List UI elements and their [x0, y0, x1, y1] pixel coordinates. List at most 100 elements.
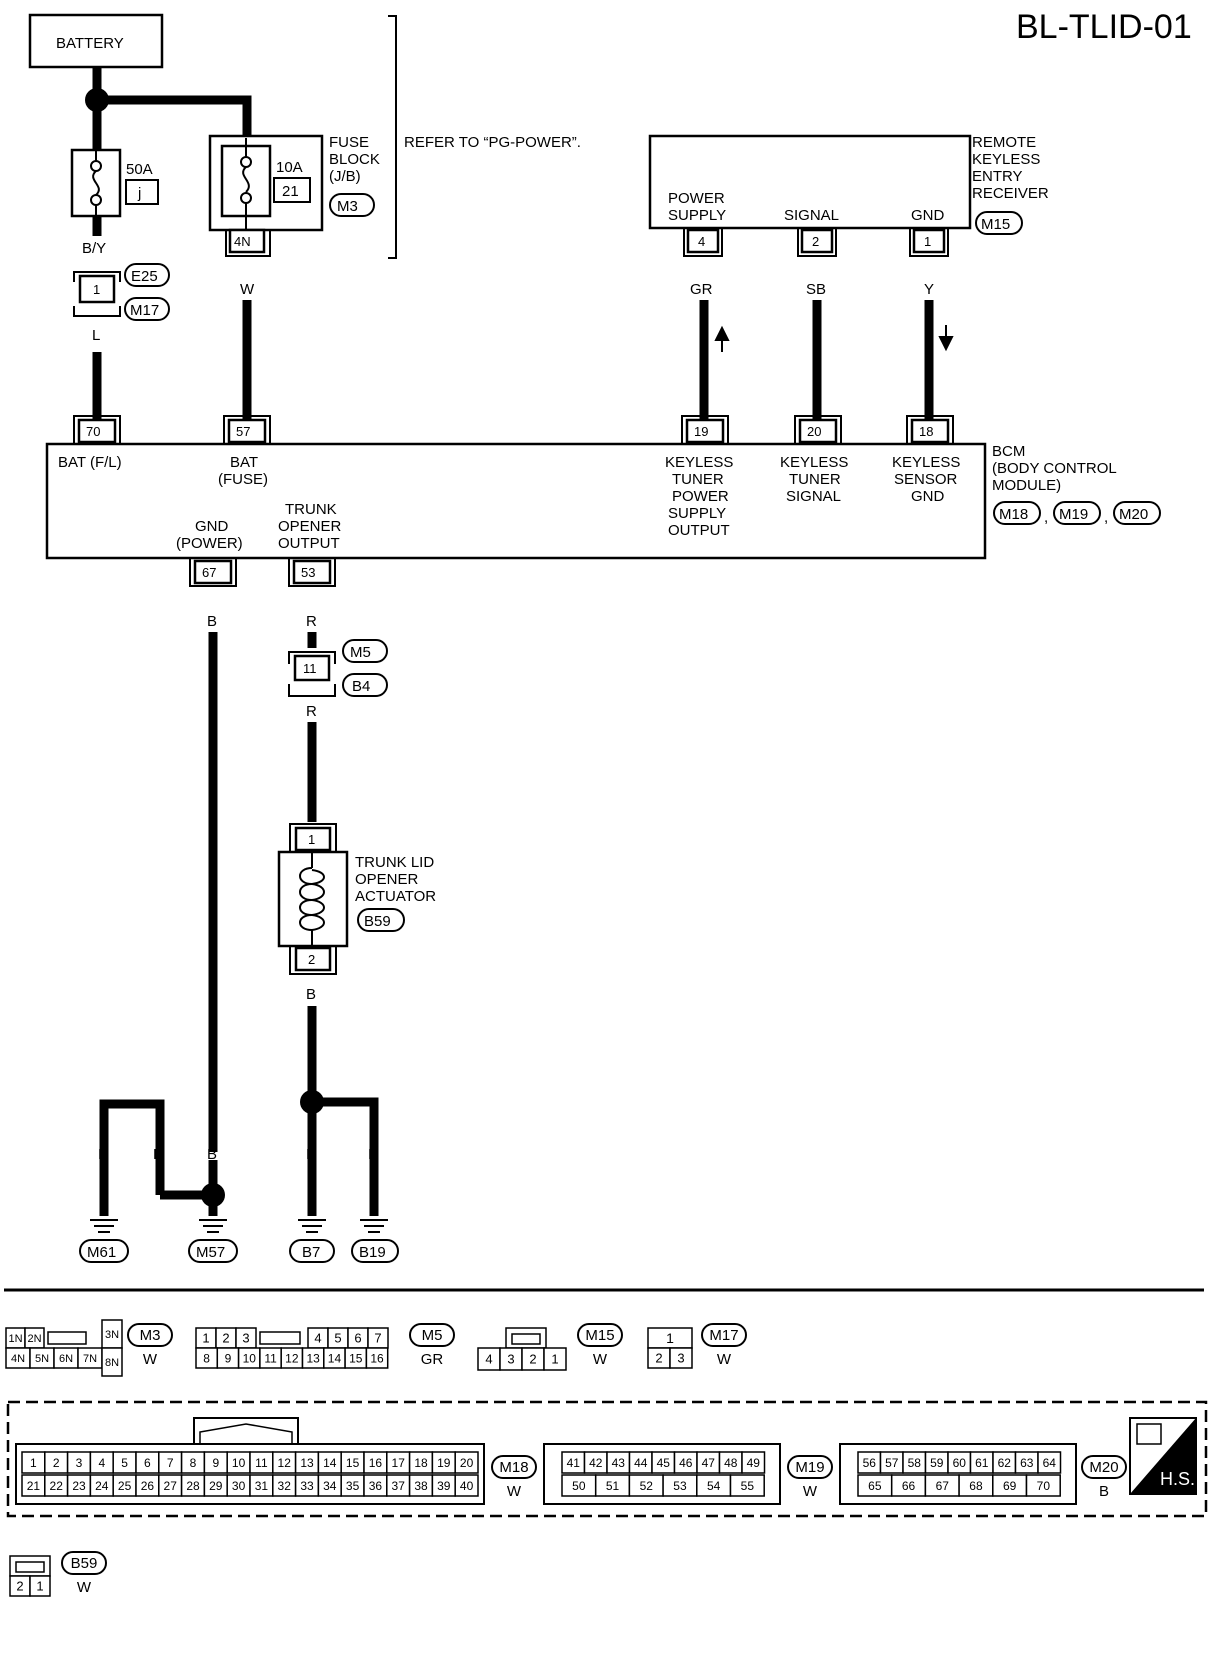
bcm-pin-19: 19	[681, 415, 729, 444]
wire-color-w: W	[240, 281, 255, 298]
bcm-label-ktpso-3: POWER	[672, 488, 729, 505]
cavity-number: 36	[369, 1479, 383, 1493]
cavity-number: 48	[724, 1456, 738, 1470]
ground-icon	[90, 1219, 118, 1233]
cavity-number: 47	[702, 1456, 716, 1470]
connector-color: W	[507, 1483, 522, 1500]
receiver-pin-power-label-2: SUPPLY	[668, 207, 726, 224]
cavity-number: 1	[666, 1330, 674, 1346]
bcm-pin-67: 67	[189, 558, 237, 587]
inline-m5-connector	[293, 654, 331, 682]
connector-color: GR	[421, 1351, 444, 1368]
cavity-number: 62	[998, 1456, 1012, 1470]
conn-m20: M20	[1119, 506, 1148, 523]
cavity-number: 22	[50, 1479, 64, 1493]
cavity-number: 9	[225, 1351, 232, 1365]
cavity-number: 65	[868, 1479, 882, 1493]
svg-text:1: 1	[93, 282, 100, 297]
receiver-label-1: REMOTE	[972, 134, 1036, 151]
cavity-number: 58	[908, 1456, 922, 1470]
arrow-up-icon	[714, 325, 730, 352]
conn-m3: M3	[337, 198, 358, 215]
connector-tag	[577, 1323, 623, 1347]
bcm-label-ktpso-4: SUPPLY	[668, 505, 726, 522]
wire-color-b-gnd: B	[207, 613, 217, 630]
cavity-number: 5N	[35, 1353, 49, 1365]
connector-cavity	[1025, 1474, 1061, 1497]
cavity-number: 8	[203, 1351, 210, 1365]
cavity-number: 3N	[105, 1329, 119, 1341]
cavity-number: 31	[255, 1479, 269, 1493]
actuator-label-3: ACTUATOR	[355, 888, 436, 905]
latch-icon	[47, 1331, 87, 1345]
cavity-number: 25	[118, 1479, 132, 1493]
remote-keyless-receiver	[648, 134, 972, 230]
receiver-pin-gnd-label: GND	[911, 207, 945, 224]
cavity-number: 2	[53, 1456, 60, 1470]
connector-cavity	[454, 1474, 479, 1497]
bcm-label-ksg-3: GND	[911, 488, 945, 505]
receiver-pin-4: 4	[683, 228, 723, 257]
receiver-label-4: RECEIVER	[972, 185, 1049, 202]
actuator-label-1: TRUNK LID	[355, 854, 434, 871]
wire-color-sb: SB	[806, 281, 826, 298]
cavity-number: 3	[242, 1331, 249, 1346]
cavity-number: 6	[354, 1331, 361, 1346]
svg-text:2: 2	[308, 952, 315, 967]
connector-color: W	[77, 1579, 92, 1596]
cavity-number: 39	[437, 1479, 451, 1493]
cavity-number: 11	[264, 1351, 277, 1365]
wire-color-y: Y	[924, 281, 934, 298]
ground-m57: M57	[188, 1219, 238, 1263]
svg-text:19: 19	[694, 424, 708, 439]
cavity-number: 54	[707, 1479, 721, 1493]
wire-color-gr: GR	[690, 281, 713, 298]
bcm-label-trunk-3: OUTPUT	[278, 535, 340, 552]
fuse-10a-amp: 10A	[276, 159, 303, 176]
cavity-number: 20	[460, 1456, 474, 1470]
svg-text:11: 11	[303, 661, 317, 676]
bcm-label-trunk-1: TRUNK	[285, 501, 337, 518]
fuse-block-label-2: BLOCK	[329, 151, 380, 168]
svg-text:M57: M57	[196, 1244, 225, 1261]
connector-color: W	[803, 1483, 818, 1500]
connector-tag	[61, 1551, 107, 1575]
wire-color-b-m57: B	[207, 1146, 217, 1163]
bcm-box	[45, 442, 987, 560]
cavity-number: 41	[567, 1456, 581, 1470]
svg-text:2: 2	[812, 234, 819, 249]
receiver-pin-power-label-1: POWER	[668, 190, 725, 207]
connector-name: M18	[499, 1459, 528, 1476]
cavity-number: 8N	[105, 1357, 119, 1369]
connector-tag	[701, 1323, 747, 1347]
cavity-number: 13	[306, 1351, 320, 1365]
connector-color: B	[1099, 1483, 1109, 1500]
cavity-number: 17	[392, 1456, 406, 1470]
cavity-number: 33	[300, 1479, 314, 1493]
conn-m18: M18	[999, 506, 1028, 523]
cavity-number: 68	[969, 1479, 983, 1493]
cavity-number: 16	[369, 1456, 383, 1470]
cavity-number: 6	[144, 1456, 151, 1470]
bcm-label-gnd-2: (POWER)	[176, 535, 243, 552]
hs-badge: H.S.	[1129, 1417, 1197, 1495]
connector-name: M5	[422, 1327, 443, 1344]
bcm-label-kts-2: TUNER	[789, 471, 841, 488]
refer-note: REFER TO “PG-POWER”.	[404, 134, 581, 151]
power-bracket	[388, 15, 397, 259]
bcm-label-ktpso-2: TUNER	[672, 471, 724, 488]
bcm-label-kts-1: KEYLESS	[780, 454, 848, 471]
cavity-number: 14	[323, 1456, 337, 1470]
bcm-title-1: BCM	[992, 443, 1025, 460]
receiver-label-3: ENTRY	[972, 168, 1023, 185]
svg-text:53: 53	[301, 565, 315, 580]
cavity-number: 38	[414, 1479, 428, 1493]
cavity-number: 60	[953, 1456, 967, 1470]
connector-cavity	[741, 1451, 766, 1474]
connector-name: B59	[71, 1555, 98, 1572]
bcm-pin-18: 18	[906, 415, 954, 444]
wire-color-b-b7: B	[306, 1146, 316, 1163]
cavity-number: 21	[27, 1479, 41, 1493]
conn-b59: B59	[364, 913, 391, 930]
